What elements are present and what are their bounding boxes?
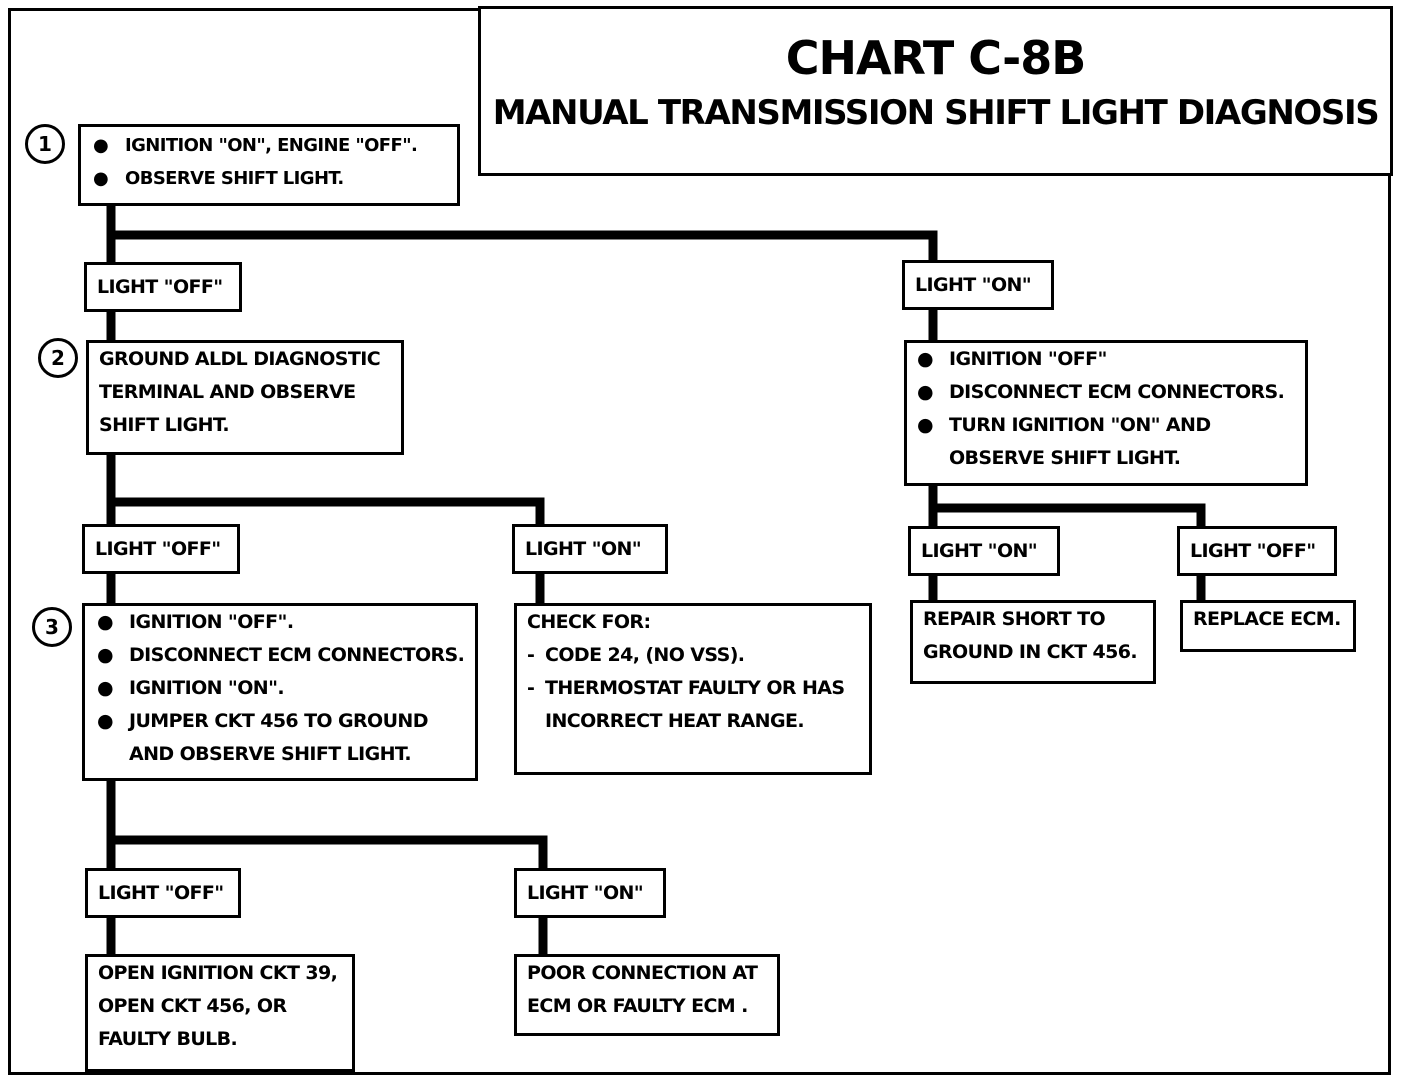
dash-icon: - — [527, 677, 535, 699]
step2-box: GROUND ALDL DIAGNOSTIC TERMINAL AND OBSE… — [86, 340, 404, 455]
title-box: CHART C-8B MANUAL TRANSMISSION SHIFT LIG… — [478, 6, 1393, 176]
step3-box: ●IGNITION "OFF". ●DISCONNECT ECM CONNECT… — [82, 603, 478, 781]
check-for-heading: CHECK FOR: — [527, 611, 651, 633]
step1-box: ●IGNITION "ON", ENGINE "OFF". ●OBSERVE S… — [78, 124, 460, 206]
list-item: ●DISCONNECT ECM CONNECTORS. — [97, 639, 475, 672]
step-number-3: 3 — [32, 607, 72, 647]
text-line: REPLACE ECM. — [1193, 608, 1341, 630]
list-item: -THERMOSTAT FAULTY OR HAS — [527, 672, 869, 705]
list-item: ●IGNITION "OFF". — [97, 606, 475, 639]
list-item: -CODE 24, (NO VSS). — [527, 639, 869, 672]
label-light-off: LIGHT "OFF" — [84, 262, 242, 312]
bullet-icon: ● — [917, 381, 934, 403]
poor-connection-box: POOR CONNECTION AT ECM OR FAULTY ECM . — [514, 954, 780, 1036]
text-line: FAULTY BULB. — [98, 1028, 238, 1050]
text-line: POOR CONNECTION AT — [527, 962, 758, 984]
text-line: GROUND ALDL DIAGNOSTIC — [99, 348, 381, 370]
step-number-1: 1 — [25, 124, 65, 164]
text-line: GROUND IN CKT 456. — [923, 641, 1138, 663]
chart-subtitle: MANUAL TRANSMISSION SHIFT LIGHT DIAGNOSI… — [492, 93, 1380, 133]
list-item: ●IGNITION "ON", ENGINE "OFF". — [93, 129, 457, 162]
label-light-on: LIGHT "ON" — [908, 526, 1060, 576]
bullet-icon: ● — [97, 611, 114, 633]
replace-ecm-box: REPLACE ECM. — [1180, 600, 1356, 652]
bullet-icon: ● — [97, 644, 114, 666]
text-line: REPAIR SHORT TO — [923, 608, 1106, 630]
text-line: SHIFT LIGHT. — [99, 414, 230, 436]
list-item: ●DISCONNECT ECM CONNECTORS. — [917, 376, 1305, 409]
list-item: ●OBSERVE SHIFT LIGHT. — [93, 162, 457, 195]
bullet-icon: ● — [93, 135, 109, 156]
list-item: ●JUMPER CKT 456 TO GROUND — [97, 705, 475, 738]
bullet-icon: ● — [97, 677, 114, 699]
bullet-icon: ● — [93, 168, 109, 189]
label-light-on: LIGHT "ON" — [902, 260, 1054, 310]
list-item-continuation: INCORRECT HEAT RANGE. — [545, 710, 805, 732]
label-light-off: LIGHT "OFF" — [85, 868, 241, 918]
label-light-off: LIGHT "OFF" — [1177, 526, 1337, 576]
bullet-icon: ● — [917, 348, 934, 370]
chart-title: CHART C-8B — [785, 31, 1087, 85]
list-item: ●TURN IGNITION "ON" AND — [917, 409, 1305, 442]
text-line: OPEN IGNITION CKT 39, — [98, 962, 338, 984]
label-light-off: LIGHT "OFF" — [82, 524, 240, 574]
step-number-2: 2 — [38, 338, 78, 378]
list-item-continuation: AND OBSERVE SHIFT LIGHT. — [129, 743, 412, 765]
label-light-on: LIGHT "ON" — [514, 868, 666, 918]
dash-icon: - — [527, 644, 535, 666]
list-item: ●IGNITION "OFF" — [917, 343, 1305, 376]
list-item: ●IGNITION "ON". — [97, 672, 475, 705]
open-ignition-box: OPEN IGNITION CKT 39, OPEN CKT 456, OR F… — [85, 954, 355, 1072]
text-line: TERMINAL AND OBSERVE — [99, 381, 356, 403]
ecm-check-box: ●IGNITION "OFF" ●DISCONNECT ECM CONNECTO… — [904, 340, 1308, 486]
check-for-box: CHECK FOR: -CODE 24, (NO VSS). -THERMOST… — [514, 603, 872, 775]
text-line: OPEN CKT 456, OR — [98, 995, 287, 1017]
text-line: ECM OR FAULTY ECM . — [527, 995, 748, 1017]
bullet-icon: ● — [97, 710, 114, 732]
bullet-icon: ● — [917, 414, 934, 436]
repair-short-box: REPAIR SHORT TO GROUND IN CKT 456. — [910, 600, 1156, 684]
label-light-on: LIGHT "ON" — [512, 524, 668, 574]
list-item-continuation: OBSERVE SHIFT LIGHT. — [949, 447, 1181, 469]
